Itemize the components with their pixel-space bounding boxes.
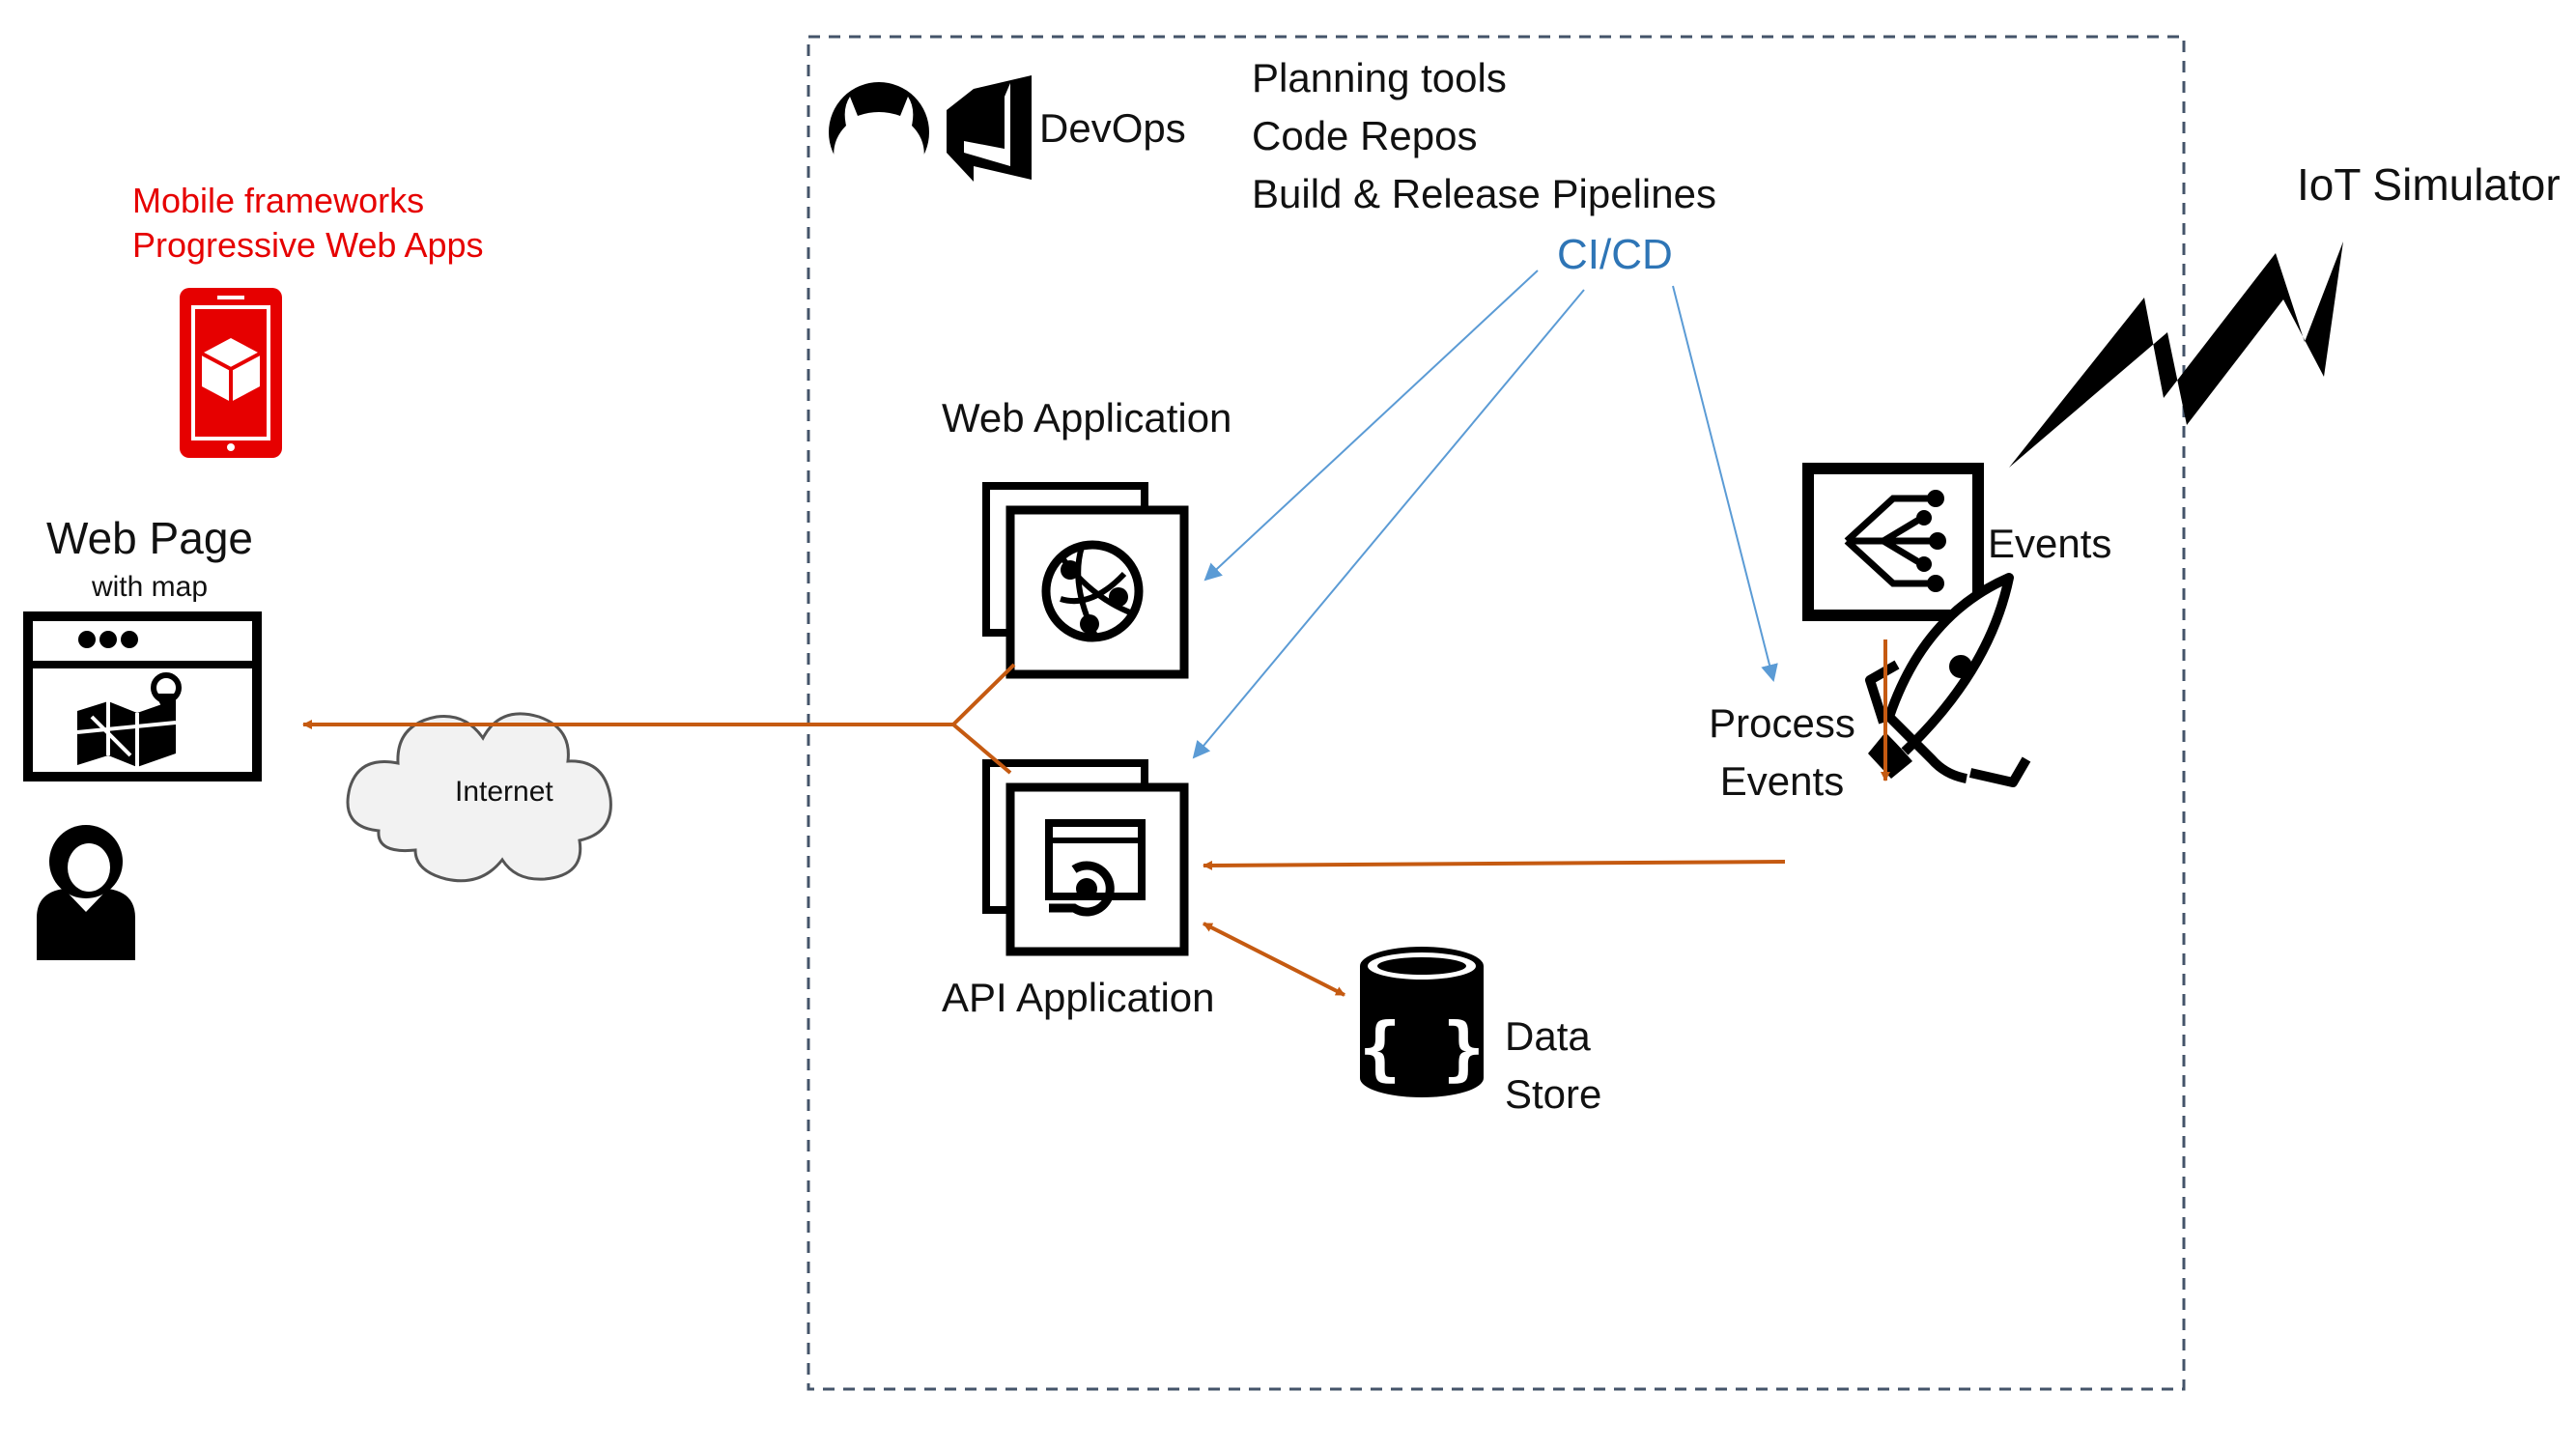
cicd-label: CI/CD — [1557, 231, 1673, 278]
devops-title: DevOps — [1039, 105, 1186, 151]
data-store-label-line2: Store — [1505, 1071, 1602, 1117]
web-page-subtitle: with map — [91, 571, 209, 603]
rocket-icon — [1865, 573, 2031, 787]
devops-feature-pipelines: Build & Release Pipelines — [1252, 171, 1716, 216]
api-app-icon — [982, 759, 1189, 956]
process-events-label-line2: Events — [1719, 758, 1845, 804]
azure-devops-icon — [947, 75, 1032, 182]
api-app-label: API Application — [942, 975, 1215, 1020]
process-events-label-line1: Process — [1709, 700, 1855, 746]
database-icon: { } — [1359, 947, 1485, 1097]
web-app-icon — [982, 482, 1189, 679]
devops-boundary — [807, 35, 2186, 1391]
devops-feature-planning: Planning tools — [1252, 55, 1507, 100]
devops-feature-repos: Code Repos — [1252, 113, 1478, 158]
progressive-web-apps-label: Progressive Web Apps — [132, 225, 484, 265]
github-icon — [829, 82, 929, 218]
data-store-label-line1: Data — [1505, 1013, 1591, 1059]
svg-text:{ }: { } — [1359, 1008, 1485, 1089]
api-datastore-arrow — [1203, 922, 1345, 997]
mobile-app-icon — [180, 288, 282, 458]
process-to-api-arrow — [1203, 860, 1786, 870]
cloud-icon — [346, 712, 612, 883]
cicd-to-web-app-arrow — [1203, 270, 1539, 582]
internet-label: Internet — [455, 776, 553, 808]
user-icon — [37, 825, 135, 960]
events-label: Events — [1988, 521, 2112, 566]
iot-simulator-label: IoT Simulator — [2297, 159, 2561, 210]
cicd-to-api-app-arrow — [1192, 289, 1585, 759]
mobile-frameworks-label: Mobile frameworks — [132, 181, 425, 220]
cicd-to-process-events-arrow — [1672, 285, 1778, 682]
browser-map-icon — [23, 611, 262, 781]
event-hub-icon — [1802, 463, 1984, 621]
lightning-icon — [2009, 242, 2343, 468]
web-page-title: Web Page — [46, 513, 253, 563]
web-app-label: Web Application — [942, 395, 1232, 440]
web-app-connector — [951, 663, 1016, 726]
api-app-connector — [951, 723, 1012, 775]
